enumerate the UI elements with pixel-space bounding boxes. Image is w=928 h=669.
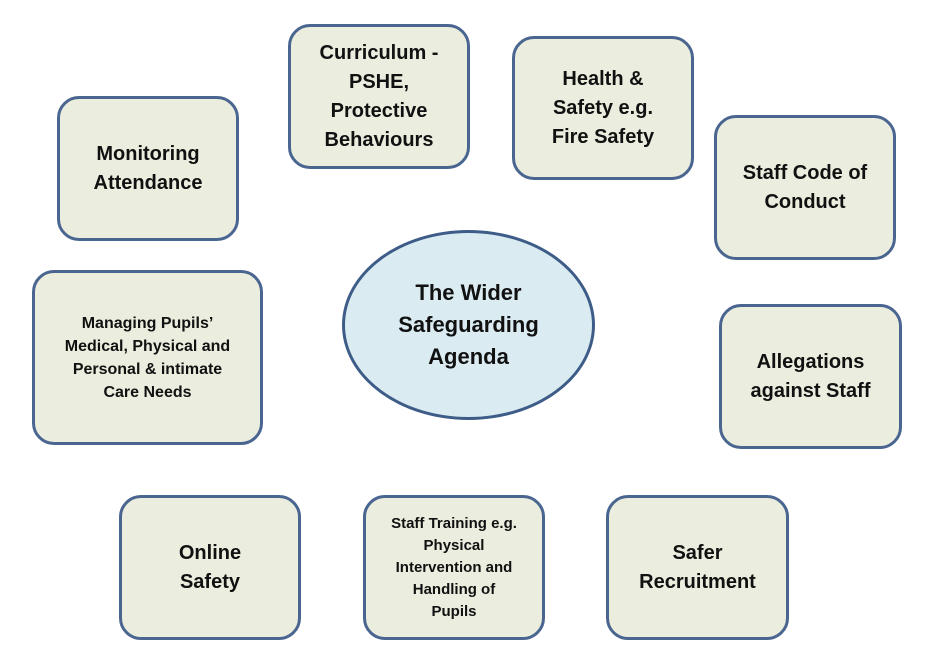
node-managing-pupils-needs: Managing Pupils’ Medical, Physical and P… [32, 270, 263, 445]
center-ellipse-wider-safeguarding-agenda: The Wider Safeguarding Agenda [342, 230, 595, 420]
node-allegations-against-staff: Allegations against Staff [719, 304, 902, 449]
node-label: Curriculum - PSHE, Protective Behaviours [319, 41, 439, 151]
node-curriculum: Curriculum - PSHE, Protective Behaviours [288, 24, 470, 169]
node-label: Managing Pupils’ Medical, Physical and P… [64, 314, 231, 401]
center-label: The Wider Safeguarding Agenda [398, 280, 539, 369]
node-staff-code-of-conduct: Staff Code of Conduct [714, 115, 896, 260]
node-label: Staff Code of Conduct [742, 161, 868, 213]
node-monitoring-attendance: Monitoring Attendance [57, 96, 239, 241]
node-label: Health & Safety e.g. Fire Safety [551, 67, 655, 148]
node-health-safety: Health & Safety e.g. Fire Safety [512, 36, 694, 180]
node-label: Online Safety [178, 541, 242, 593]
node-online-safety: Online Safety [119, 495, 301, 640]
node-staff-training: Staff Training e.g. Physical Interventio… [363, 495, 545, 640]
node-label: Staff Training e.g. Physical Interventio… [391, 514, 517, 620]
node-safer-recruitment: Safer Recruitment [606, 495, 789, 640]
node-label: Allegations against Staff [750, 350, 871, 402]
node-label: Monitoring Attendance [93, 142, 203, 194]
node-label: Safer Recruitment [639, 541, 756, 593]
